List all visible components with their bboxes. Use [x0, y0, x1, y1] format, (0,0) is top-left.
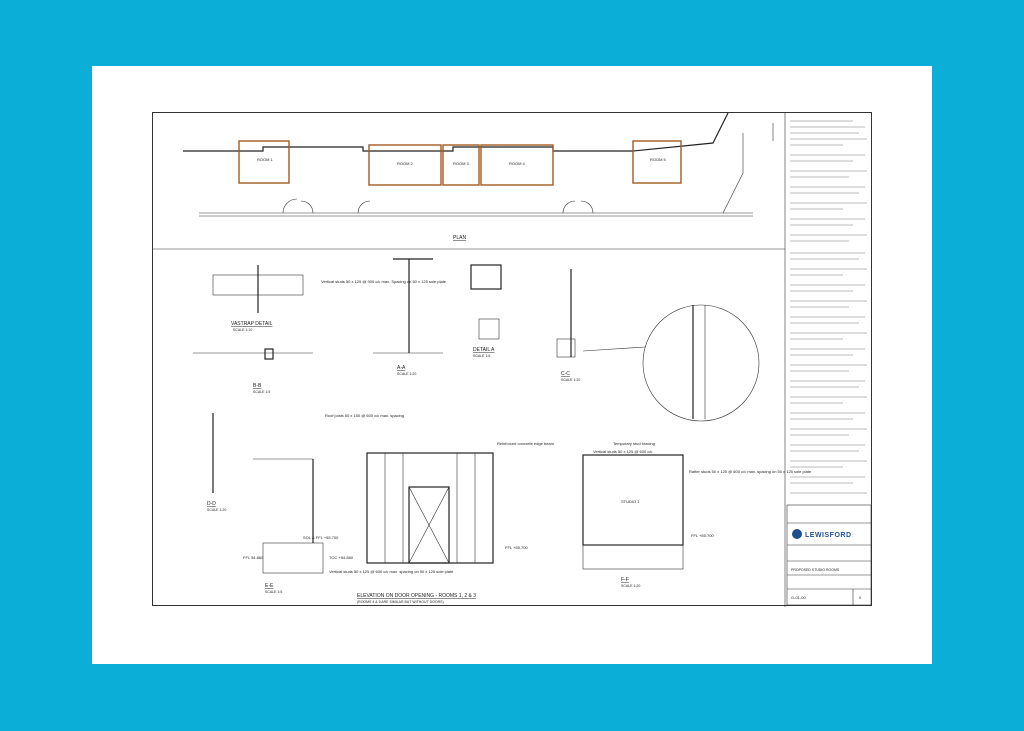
room-4: [480, 144, 554, 186]
ee-footing: [262, 542, 324, 574]
cc-scale: SCALE 1:20: [561, 378, 580, 382]
cc-title: C-C: [561, 371, 570, 377]
bb-title: B-B: [253, 383, 262, 389]
detail-a-a: A-A SCALE 1:20 Vertical studs 50 x 125 @…: [321, 258, 447, 376]
plan-outline: [183, 113, 729, 152]
drawing-sheet: ROOM 1 ROOM 2 ROOM 3 ROOM 4 ROOM 5 PLAN …: [152, 112, 872, 607]
company-name: LEWISFORD: [805, 532, 852, 539]
door-swings: [282, 198, 594, 214]
ff-room-label: STUDIO 1: [621, 499, 640, 504]
detail-f-f: STUDIO 1 F-F SCALE 1:20 FFL +55.700 Rein…: [497, 441, 812, 588]
plan-title: PLAN: [453, 235, 466, 241]
company-logo-icon: [792, 529, 802, 539]
callout-c7: Temporary stud bracing: [613, 441, 655, 446]
detail-circle: [582, 304, 760, 422]
callout-c6: Vertical studs 50 x 125 @ 600 c/c: [593, 449, 652, 454]
door-opening: [408, 486, 450, 564]
dd-scale: SCALE 1:20: [207, 508, 226, 512]
detail-vastrap: VASTRAP DETAIL SCALE 1:10: [212, 265, 304, 332]
detail-b-b: B-B SCALE 1:5: [193, 348, 313, 394]
level-toc: TOC +54.860: [329, 555, 354, 560]
dd-title: D-D: [207, 501, 216, 507]
door-diagonal-2: [408, 486, 450, 564]
room-4-label: ROOM 4: [509, 161, 526, 166]
elevation-title: ELEVATION ON DOOR OPENING - ROOMS 1, 2 &…: [357, 593, 476, 599]
bb-scale: SCALE 1:5: [253, 390, 270, 394]
detail-c-c: C-C SCALE 1:20: [556, 269, 580, 382]
detail-a: DETAIL A SCALE 1:5: [470, 264, 502, 358]
general-notes: [790, 120, 867, 494]
room-1-label: ROOM 1: [257, 157, 274, 162]
elevation-frame: [366, 452, 494, 564]
level-ffl2: FFL 54.860: [243, 555, 264, 560]
elevation-subtitle: (ROOMS 4 & 5 ARE SIMILAR BUT WITHOUT DOO…: [357, 600, 444, 604]
vastrap-scale: SCALE 1:10: [233, 328, 252, 332]
ee-title: E-E: [265, 583, 274, 589]
level-ffl3: FFL +55.700: [691, 533, 714, 538]
technical-drawing: ROOM 1 ROOM 2 ROOM 3 ROOM 4 ROOM 5 PLAN …: [153, 113, 872, 607]
vastrap-title: VASTRAP DETAIL: [231, 321, 273, 327]
aa-scale: SCALE 1:20: [397, 372, 416, 376]
revision-number: 0: [859, 595, 862, 600]
detail-a-title: DETAIL A: [473, 347, 495, 353]
callout-c5: Rafter studs 50 x 125 @ 600 c/c max. spa…: [689, 469, 812, 474]
detail-e-e: E-E SCALE 1:5 SOL & FFL +55.700 FFL 54.8…: [243, 458, 354, 594]
detail-enlargement-circle: [642, 304, 760, 422]
plan-corner: [722, 133, 744, 214]
aa-title: A-A: [397, 365, 406, 371]
room-5-label: ROOM 5: [650, 157, 667, 162]
project-title: PROPOSED STUDIO ROOMS: [791, 568, 840, 572]
room-1: [238, 140, 290, 184]
elevation-door: FFL +55.700 Roof joists 50 x 150 @ 600 c…: [325, 413, 528, 604]
room-2-label: ROOM 2: [397, 161, 414, 166]
floor-plan: ROOM 1 ROOM 2 ROOM 3 ROOM 4 ROOM 5 PLAN: [183, 113, 774, 241]
ee-scale: SCALE 1:5: [265, 590, 282, 594]
ff-footing: [582, 544, 684, 570]
room-5: [632, 140, 682, 184]
callout-c2: Roof joists 50 x 150 @ 600 c/c max. spac…: [325, 413, 404, 418]
detail-a-section: [470, 264, 502, 290]
callout-c4: Reinforced concrete edge beam: [497, 441, 555, 446]
detail-a-scale: SCALE 1:5: [473, 354, 490, 358]
room-3: [442, 144, 480, 186]
callout-c1: Vertical studs 50 x 125 @ 900 c/c max. S…: [321, 279, 447, 284]
detail-a-post: [478, 318, 500, 340]
level-ffl1: FFL +55.700: [505, 545, 528, 550]
detail-d-d: D-D SCALE 1:20: [207, 413, 226, 512]
room-2: [368, 144, 442, 186]
callout-c3: Vertical studs 50 x 125 @ 600 c/c max. s…: [329, 569, 454, 574]
drawing-paper: ROOM 1 ROOM 2 ROOM 3 ROOM 4 ROOM 5 PLAN …: [92, 66, 932, 664]
level-sol: SOL & FFL +55.700: [303, 535, 339, 540]
title-block-frame: [786, 504, 872, 606]
cc-footing: [556, 338, 576, 358]
drawing-number: G-01-00: [791, 595, 806, 600]
ff-scale: SCALE 1:20: [621, 584, 640, 588]
bb-plate: [264, 348, 274, 360]
room-3-label: ROOM 3: [453, 161, 470, 166]
title-block: LEWISFORD PROPOSED STUDIO ROOMS G-01-00 …: [786, 504, 872, 606]
ff-title: F-F: [621, 577, 629, 583]
leader-line: [582, 346, 646, 352]
